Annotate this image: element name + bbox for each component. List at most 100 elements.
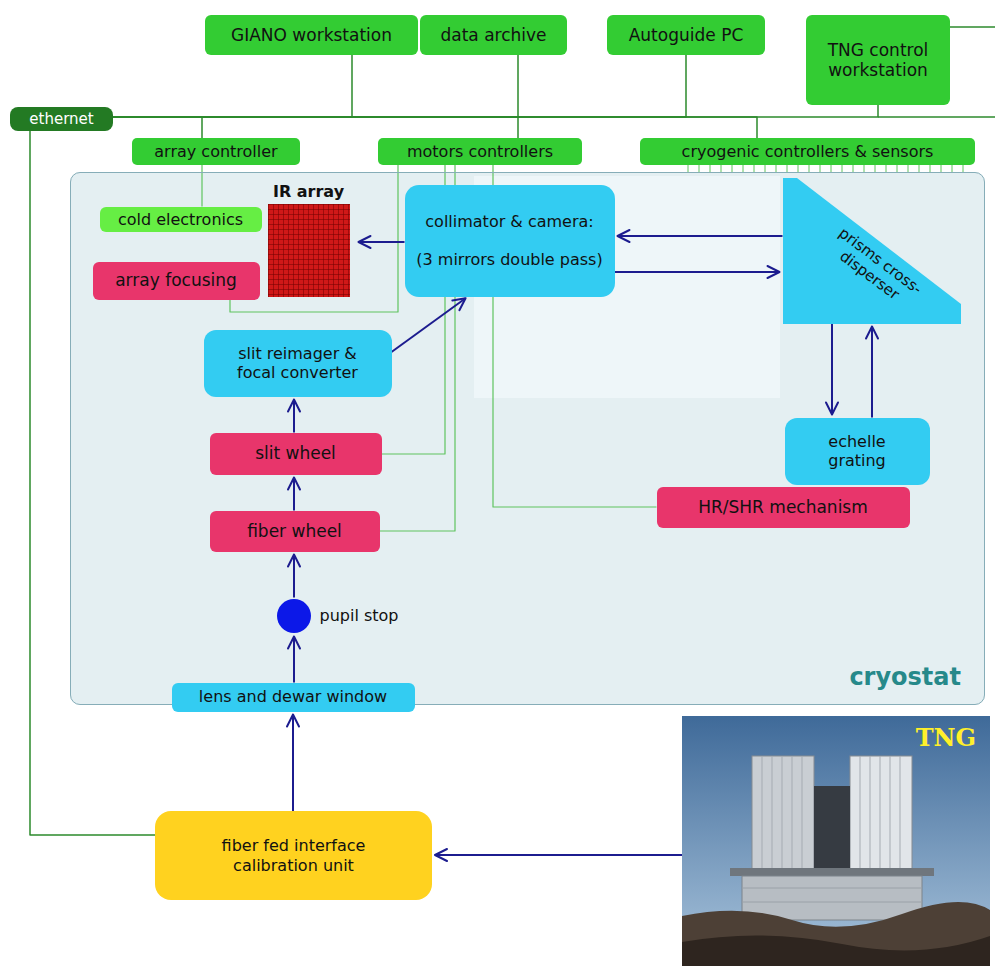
box-label: fiber fed interface calibration unit xyxy=(213,836,374,874)
box-label: GIANO workstation xyxy=(231,25,392,45)
computer-box: Autoguide PC xyxy=(607,15,765,55)
telescope-photo: TNG xyxy=(682,716,990,966)
box-label: cold electronics xyxy=(118,210,243,229)
stop-label: pupil stop xyxy=(320,598,399,634)
connector-line xyxy=(30,131,155,835)
detector-grid xyxy=(268,204,350,297)
cryostat-fill xyxy=(70,172,985,705)
connector-line xyxy=(113,55,352,117)
pupil-stop: pupil stop xyxy=(276,598,405,634)
connector xyxy=(618,230,783,242)
optics-box: lens and dewar window xyxy=(172,683,415,712)
workstation-box: TNG control workstation xyxy=(806,15,950,105)
mechanism-box: HR/SHR mechanism xyxy=(657,487,910,528)
connector-line xyxy=(615,271,780,273)
box-label: fiber wheel xyxy=(247,521,342,541)
connector xyxy=(288,555,300,598)
connector xyxy=(435,849,682,861)
connector-line xyxy=(618,235,783,237)
connector xyxy=(288,400,300,433)
connector-line xyxy=(113,117,202,138)
connector-line xyxy=(392,298,466,352)
observatory-illustration xyxy=(682,716,990,966)
optics-box: collimator & camera: (3 mirrors double pa… xyxy=(405,185,615,297)
box-label: lens and dewar window xyxy=(199,687,387,706)
workstation-box: GIANO workstation xyxy=(205,15,418,55)
connector xyxy=(113,105,878,117)
arrowhead xyxy=(288,555,300,567)
box-label: echelle grating xyxy=(815,432,900,470)
box-label: data archive xyxy=(440,25,546,45)
connector xyxy=(287,715,299,812)
connector xyxy=(288,637,300,683)
arrowhead xyxy=(288,478,300,490)
connector-line xyxy=(293,555,295,598)
controller-box: array controller xyxy=(132,138,300,165)
connector xyxy=(288,478,300,511)
connector xyxy=(113,55,352,117)
arrowhead xyxy=(288,400,300,412)
box-label: (3 mirrors double pass) xyxy=(416,250,602,269)
connector-line xyxy=(293,400,295,433)
disperser-prism: prisms cross-disperser xyxy=(783,178,961,324)
arrowhead xyxy=(618,230,630,242)
connector xyxy=(392,298,466,352)
box-label: collimator & camera: xyxy=(425,212,593,231)
connector-line xyxy=(831,324,833,415)
box-label: Autoguide PC xyxy=(629,25,744,45)
mechanism-box: array focusing xyxy=(93,262,260,300)
optics-box: echelle grating xyxy=(785,418,930,485)
connector xyxy=(113,55,518,117)
connector xyxy=(113,55,686,117)
connector-line xyxy=(292,715,294,812)
array-label: IR array xyxy=(262,182,356,202)
network-label: ethernet xyxy=(10,107,113,131)
connector-line xyxy=(113,105,878,117)
connector-line xyxy=(871,327,873,418)
mechanism-box: slit wheel xyxy=(210,433,382,475)
optics-box: slit reimager & focal converter xyxy=(204,330,392,397)
connector xyxy=(359,236,405,248)
connector xyxy=(113,117,757,138)
box-label: HR/SHR mechanism xyxy=(698,497,868,517)
connector xyxy=(826,324,838,415)
sensor-wires xyxy=(688,165,963,172)
box-label: slit wheel xyxy=(255,443,336,463)
connector-line xyxy=(359,241,405,243)
archive-box: data archive xyxy=(420,15,567,55)
ethernet-bus xyxy=(950,26,995,28)
arrowhead xyxy=(288,637,300,649)
region-label: cryostat xyxy=(849,663,961,691)
box-label: array focusing xyxy=(115,270,237,290)
connector-line xyxy=(293,637,295,683)
box-label: motors controllers xyxy=(407,142,553,161)
box-label: array controller xyxy=(154,142,277,161)
electronics-box: cold electronics xyxy=(100,207,262,232)
calibration-unit: fiber fed interface calibration unit xyxy=(155,811,432,900)
connector-line xyxy=(113,117,518,138)
connector-line xyxy=(293,478,295,511)
connector xyxy=(615,266,780,278)
box-label: slit reimager & focal converter xyxy=(222,344,374,382)
arrowhead xyxy=(866,327,878,339)
box-label: cryogenic controllers & sensors xyxy=(682,142,934,161)
box-label: ethernet xyxy=(29,110,93,128)
stop-circle xyxy=(276,598,312,634)
arrowhead xyxy=(452,298,465,310)
connector xyxy=(113,117,518,138)
arrowhead xyxy=(359,236,371,248)
connector-line xyxy=(113,55,518,117)
box-label: TNG control workstation xyxy=(818,40,938,81)
connector-line xyxy=(113,55,686,117)
connector-line xyxy=(113,117,757,138)
arrowhead xyxy=(768,266,780,278)
ethernet-bus xyxy=(878,116,995,118)
arrowhead xyxy=(287,715,299,727)
arrowhead xyxy=(435,849,447,861)
mechanism-box: fiber wheel xyxy=(210,511,380,552)
connector xyxy=(866,327,878,418)
arrowhead xyxy=(826,403,838,415)
controller-box: motors controllers xyxy=(378,138,582,165)
photo-label: TNG xyxy=(682,716,990,752)
